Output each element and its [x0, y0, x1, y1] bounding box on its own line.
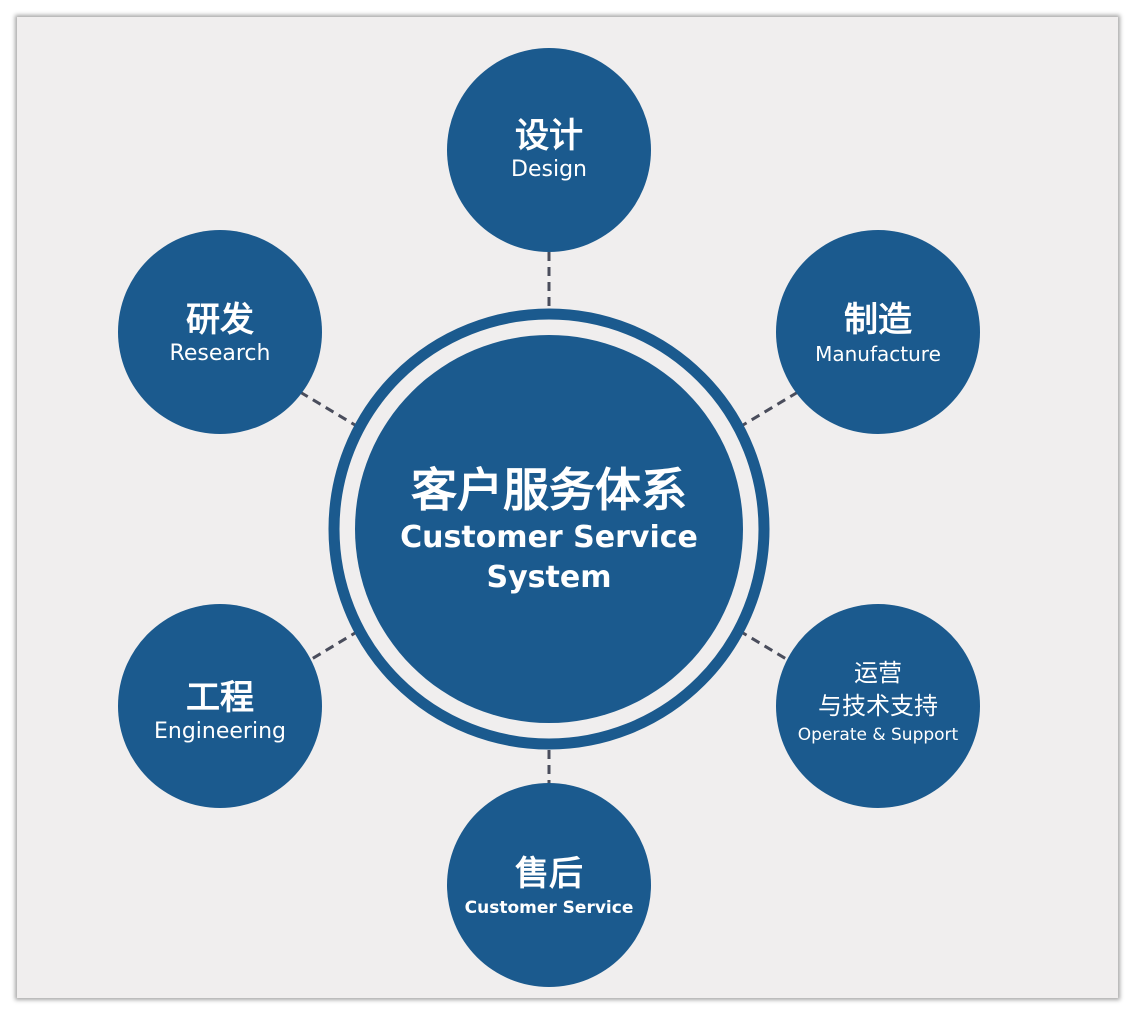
- center-label: 客户服务体系 Customer Service System: [355, 440, 743, 620]
- node-manufacture-en: Manufacture: [815, 342, 941, 366]
- node-research: 研发 Research: [120, 294, 320, 374]
- node-aftersales-zh: 售后: [515, 854, 583, 894]
- node-manufacture: 制造 Manufacture: [778, 294, 978, 374]
- node-manufacture-zh: 制造: [844, 300, 912, 340]
- node-circle-engineering: [118, 604, 322, 808]
- node-research-zh: 研发: [186, 300, 254, 340]
- node-design-zh: 设计: [515, 116, 583, 156]
- center-disc: [355, 335, 743, 723]
- node-operate-zh-2: 与技术支持: [818, 692, 938, 720]
- node-engineering-en: Engineering: [154, 719, 286, 744]
- connector-research: [299, 390, 356, 427]
- node-circle-aftersales: [447, 783, 651, 987]
- center-title-en-2: System: [486, 560, 612, 595]
- node-research-en: Research: [169, 341, 271, 366]
- connector-engineering: [299, 631, 356, 668]
- connector-operate: [742, 631, 799, 668]
- node-operate: 运营 与技术支持 Operate & Support: [778, 652, 978, 752]
- center-title-en-1: Customer Service: [400, 520, 698, 555]
- node-operate-zh-1: 运营: [854, 659, 902, 687]
- node-circle-design: [447, 48, 651, 252]
- center-title-zh: 客户服务体系: [411, 463, 687, 517]
- node-design-en: Design: [511, 157, 587, 182]
- node-engineering-zh: 工程: [186, 678, 254, 718]
- node-circle-operate: [776, 604, 980, 808]
- node-aftersales-en: Customer Service: [464, 898, 634, 918]
- node-engineering: 工程 Engineering: [120, 672, 320, 752]
- node-design: 设计 Design: [449, 110, 649, 190]
- node-circle-research: [118, 230, 322, 434]
- node-operate-en: Operate & Support: [797, 725, 959, 745]
- connector-manufacture: [742, 390, 799, 427]
- center-outer-ring: [328, 308, 770, 750]
- node-aftersales: 售后 Customer Service: [449, 848, 649, 928]
- node-circle-manufacture: [776, 230, 980, 434]
